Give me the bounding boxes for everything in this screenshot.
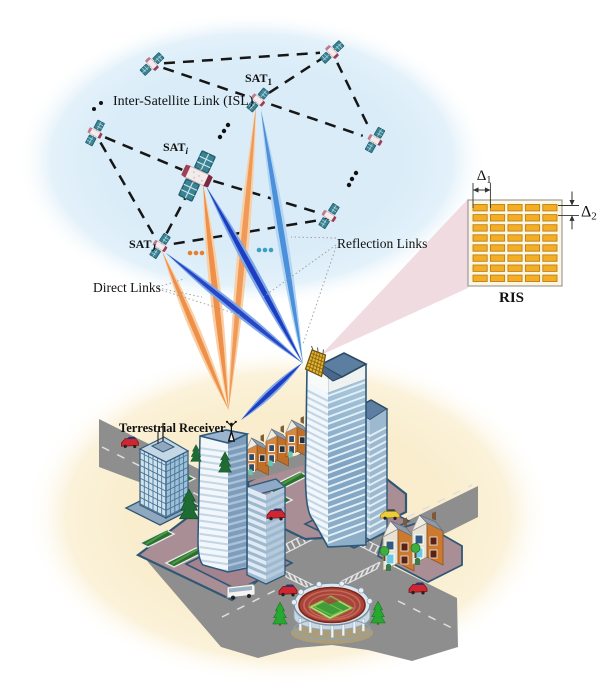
svg-text:Direct Links: Direct Links	[93, 280, 161, 295]
svg-text:SATi: SATi	[163, 140, 188, 156]
svg-text:Inter-Satellite Link (ISL): Inter-Satellite Link (ISL)	[113, 94, 254, 109]
svg-text:Reflection Links: Reflection Links	[337, 236, 427, 251]
svg-text:RIS: RIS	[499, 290, 524, 306]
svg-text:SATJ: SATJ	[129, 237, 156, 253]
svg-text:SAT1: SAT1	[245, 71, 272, 87]
svg-text:Terrestrial Receiver: Terrestrial Receiver	[119, 421, 226, 435]
